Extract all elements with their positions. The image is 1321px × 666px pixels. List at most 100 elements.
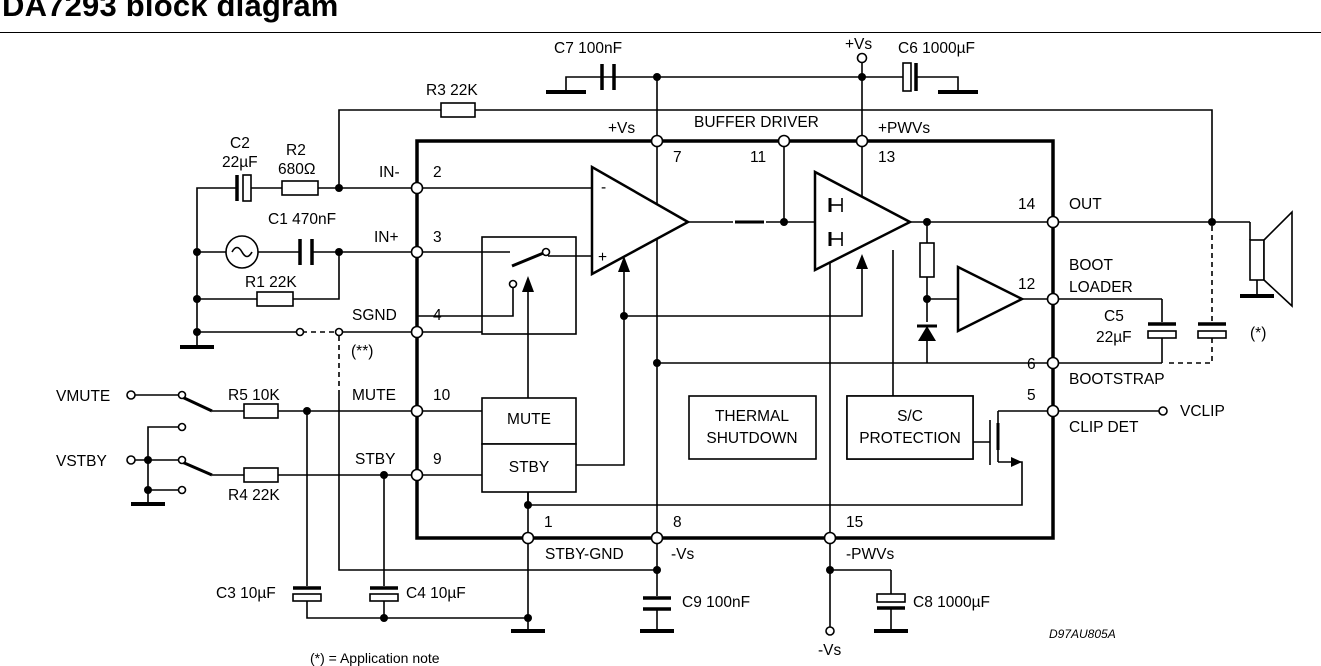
r2-name: R2 (286, 142, 306, 159)
c9-label: C9 100nF (682, 594, 750, 611)
pin-number: 3 (433, 229, 442, 246)
junction (1208, 218, 1216, 226)
top-supply-wiring (546, 62, 978, 141)
stby-gnd-label: STBY-GND (545, 546, 624, 563)
stby-block-label: STBY (509, 459, 549, 476)
junction (653, 359, 661, 367)
pin-terminals (410, 134, 1060, 545)
minus-vs-terminal (825, 626, 835, 636)
footnote: (*) = Application note (310, 650, 440, 666)
sgnd-label: SGND (352, 307, 397, 324)
junction (620, 312, 628, 320)
junction (653, 73, 661, 81)
pin-number: 9 (433, 451, 442, 468)
input-network-wiring (180, 174, 657, 571)
switch-contact (177, 455, 187, 465)
minus-vs-bottom-label: -Vs (818, 642, 842, 659)
switch-contact (177, 390, 187, 400)
r4-label: R4 22K (228, 487, 280, 504)
junction (193, 248, 201, 256)
minus-vs-pin-label: -Vs (671, 546, 695, 563)
switch-contact (541, 247, 551, 257)
vstby-terminal (126, 455, 136, 465)
vclip-label: VCLIP (1180, 403, 1225, 420)
stby-pin-label: STBY (355, 451, 395, 468)
output-wiring (1053, 210, 1293, 412)
sc-protection-block (846, 395, 974, 460)
pin-number: 13 (878, 149, 895, 166)
junction (144, 486, 152, 494)
vstby-label: VSTBY (56, 453, 107, 470)
pin-number: 1 (544, 514, 553, 531)
page-title: DA7293 block diagram (2, 0, 339, 23)
c3-label: C3 10µF (216, 585, 276, 602)
junction (380, 471, 388, 479)
plus-vs-top-label: +Vs (845, 36, 872, 53)
junction (335, 184, 343, 192)
c2-value: 22µF (222, 154, 258, 171)
ic-outline (415, 139, 1055, 540)
power-amplifier (813, 169, 913, 273)
c5-value: 22µF (1096, 329, 1132, 346)
vmute-label: VMUTE (56, 388, 110, 405)
sc-label-2: PROTECTION (859, 430, 961, 447)
pin-number: 7 (673, 149, 682, 166)
boot-label: BOOT (1069, 257, 1113, 274)
bottom-supply-wiring (640, 538, 908, 633)
thermal-shutdown-block (688, 395, 817, 460)
single-note-label: (*) (1250, 325, 1266, 342)
double-note-label: (**) (351, 343, 373, 360)
vs-terminal (856, 52, 868, 64)
pin-number: 6 (1027, 356, 1036, 373)
c7-label: C7 100nF (554, 40, 622, 57)
pin-number: 11 (750, 149, 766, 166)
clip-det-label: CLIP DET (1069, 419, 1139, 436)
pin-number: 2 (433, 164, 442, 181)
mute-pin-label: MUTE (352, 387, 396, 404)
junction (923, 295, 931, 303)
out-label: OUT (1069, 196, 1102, 213)
switch-contact (177, 422, 187, 432)
plus-vs-pin-label: +Vs (608, 120, 635, 137)
sgnd-terminal (334, 327, 344, 337)
pin-number: 4 (433, 307, 442, 324)
in-minus-label: IN- (379, 164, 400, 181)
junction (858, 73, 866, 81)
minus-pwvs-label: -PWVs (846, 546, 894, 563)
thermal-label-2: SHUTDOWN (706, 430, 797, 447)
pin-number: 5 (1027, 387, 1036, 404)
pin-number: 12 (1018, 276, 1035, 293)
r3-feedback-wiring (338, 102, 1213, 222)
sc-label-1: S/C (897, 408, 923, 425)
junction (335, 248, 343, 256)
pin-number: 15 (846, 514, 863, 531)
r3-label: R3 22K (426, 82, 478, 99)
r2-value: 680Ω (278, 161, 315, 178)
sgnd-terminal (295, 327, 305, 337)
mute-block-label: MUTE (507, 411, 551, 428)
junction (193, 295, 201, 303)
thermal-label-1: THERMAL (715, 408, 789, 425)
in-plus-label: IN+ (374, 229, 399, 246)
c8-label: C8 1000µF (913, 594, 990, 611)
bootstrap-label: BOOTSTRAP (1069, 371, 1165, 388)
c4-label: C4 10µF (406, 585, 466, 602)
opamp-minus: - (601, 179, 606, 196)
vclip-terminal (1158, 406, 1168, 416)
c5-name: C5 (1104, 308, 1124, 325)
r1-label: R1 22K (245, 274, 297, 291)
switch-contact (508, 279, 518, 289)
switch-contact (177, 485, 187, 495)
c1-label: C1 470nF (268, 211, 336, 228)
junction (653, 566, 661, 574)
junction (193, 328, 201, 336)
stby-block (481, 443, 577, 493)
c2-name: C2 (230, 135, 250, 152)
r5-label: R5 10K (228, 387, 280, 404)
junction (923, 218, 931, 226)
boot-loader-buffer (956, 264, 1025, 334)
junction (303, 407, 311, 415)
input-opamp (590, 164, 691, 277)
power-stage-transistors (828, 198, 843, 246)
